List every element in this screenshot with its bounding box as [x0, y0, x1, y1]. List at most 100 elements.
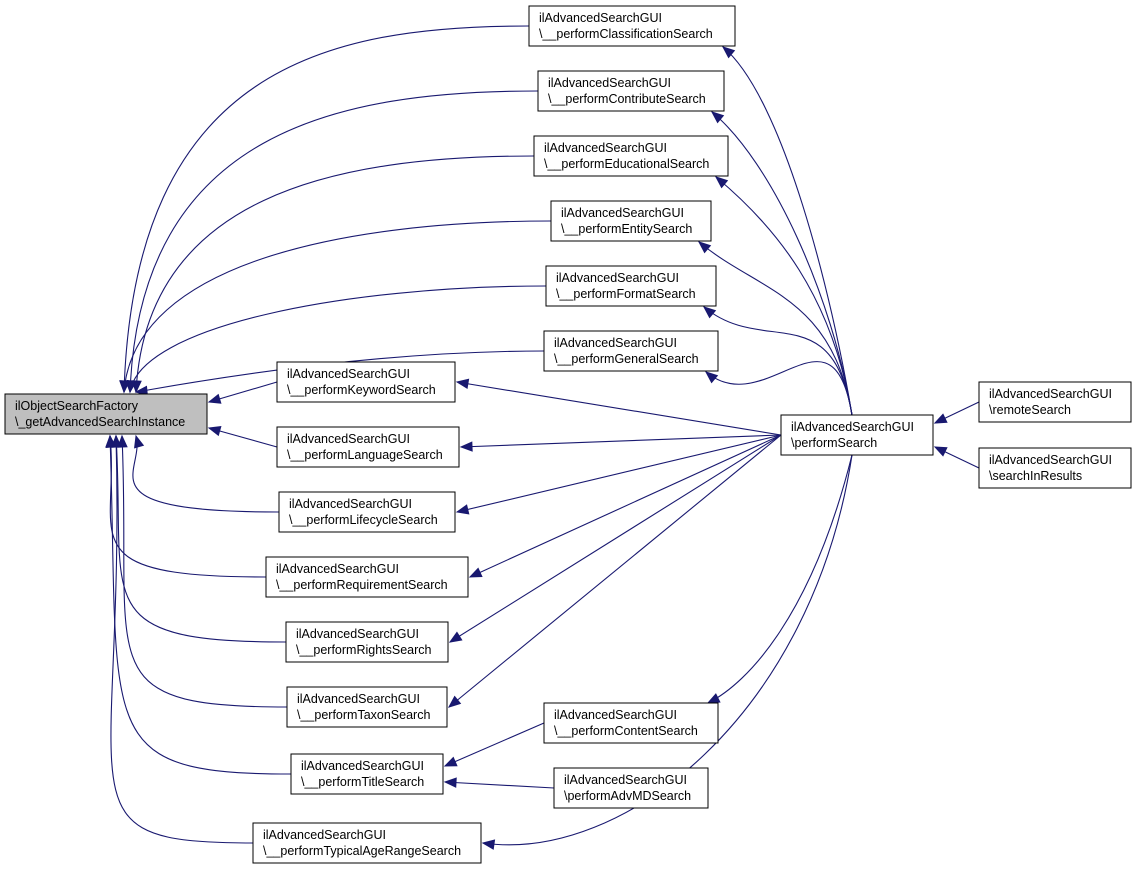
- arrowhead: [704, 371, 719, 384]
- node-educ[interactable]: ilAdvancedSearchGUI\__performEducational…: [533, 135, 729, 177]
- node-class-label: ilAdvancedSearchGUI: [287, 367, 410, 381]
- node-entity[interactable]: ilAdvancedSearchGUI \__performEntitySearc…: [550, 200, 712, 242]
- node-method-label: \performAdvMDSearch: [564, 789, 691, 803]
- arrowhead: [455, 504, 470, 515]
- node-general[interactable]: ilAdvancedSearchGUI\__performGeneralSear…: [543, 330, 719, 372]
- edge-line: [703, 306, 853, 416]
- edge-remote-to-perform: [933, 401, 980, 424]
- node-class-label: ilAdvancedSearchGUI: [554, 336, 677, 350]
- arrowhead: [455, 378, 470, 390]
- arrowhead: [134, 434, 145, 449]
- node-method-label: \__performLanguageSearch: [287, 448, 443, 462]
- node-title[interactable]: ilAdvancedSearchGUI \__performTitleSearch: [290, 753, 444, 795]
- edge-content-to-title: [443, 722, 545, 767]
- node-method-label: \__performTaxonSearch: [297, 708, 430, 722]
- node-method-label: \__performEntitySearch: [561, 222, 692, 236]
- node-class-label: ilAdvancedSearchGUI: [287, 432, 410, 446]
- node-method-label: \__performLifecycleSearch: [289, 513, 438, 527]
- arrowhead: [443, 777, 457, 788]
- edge-line: [705, 361, 853, 416]
- node-box: [528, 5, 736, 47]
- node-method-label: \__performContentSearch: [554, 724, 698, 738]
- node-req[interactable]: ilAdvancedSearchGUI \__performRequirement…: [265, 556, 469, 598]
- node-box: [780, 414, 934, 456]
- node-keyword[interactable]: ilAdvancedSearchGUI \__performKeywordSear…: [276, 361, 456, 403]
- edge-req-to-root: [105, 434, 267, 578]
- edge-line: [482, 454, 853, 846]
- edge-perform-to-entity: [697, 241, 853, 416]
- edge-line: [135, 155, 535, 393]
- edge-perform-to-general: [704, 361, 853, 416]
- edge-line: [707, 454, 853, 704]
- node-rights[interactable]: ilAdvancedSearchGUI \__performRightsSearc…: [285, 621, 449, 663]
- node-method-label: \__performTypicalAgeRangeSearch: [263, 844, 461, 858]
- edge-line: [444, 781, 555, 789]
- arrowhead: [714, 176, 729, 189]
- node-class-label: ilObjectSearchFactory: [15, 399, 139, 413]
- edge-entity-to-root: [119, 220, 552, 394]
- node-box: [978, 381, 1132, 423]
- node-class-label: ilAdvancedSearchGUI: [297, 692, 420, 706]
- edge-line: [208, 381, 278, 403]
- node-method-label: \__performContributeSearch: [548, 92, 706, 106]
- arrowhead: [207, 393, 222, 404]
- node-box: [978, 447, 1132, 489]
- node-method-label: \__performTitleSearch: [301, 775, 424, 789]
- node-class-label: ilAdvancedSearchGUI: [544, 141, 667, 155]
- edge-format-to-root: [126, 285, 547, 394]
- arrowhead: [702, 306, 717, 319]
- node-class-label: ilAdvancedSearchGUI: [296, 627, 419, 641]
- node-method-label: \searchInResults: [989, 469, 1082, 483]
- node-box: [543, 330, 719, 372]
- arrowhead: [481, 839, 496, 850]
- node-life[interactable]: ilAdvancedSearchGUI \__performLifecycleSe…: [278, 491, 456, 533]
- edge-line: [129, 90, 539, 393]
- node-box: [4, 393, 208, 435]
- arrowhead: [447, 695, 462, 708]
- node-format[interactable]: ilAdvancedSearchGUI\__performFormatSearc…: [545, 265, 717, 307]
- node-box: [533, 135, 729, 177]
- edge-line: [121, 435, 288, 708]
- node-typical[interactable]: ilAdvancedSearchGUI\__performTypicalAgeR…: [252, 822, 482, 864]
- node-class-label: ilAdvancedSearchGUI: [276, 562, 399, 576]
- node-box: [537, 70, 725, 112]
- node-taxon[interactable]: ilAdvancedSearchGUI \__performTaxonSearch: [286, 686, 448, 728]
- node-class-label: ilAdvancedSearchGUI: [301, 759, 424, 773]
- node-perform[interactable]: ilAdvancedSearchGUI\performSearch: [780, 414, 934, 456]
- node-advmd[interactable]: ilAdvancedSearchGUI\performAdvMDSearch: [553, 767, 709, 809]
- node-class-label: ilAdvancedSearchGUI: [791, 420, 914, 434]
- node-method-label: \__performRequirementSearch: [276, 578, 448, 592]
- edge-taxon-to-root: [117, 434, 288, 708]
- edge-perform-to-req: [468, 434, 782, 578]
- edge-perform-to-typical: [481, 454, 853, 850]
- arrowhead: [459, 441, 473, 452]
- edges-layer: [105, 25, 980, 850]
- arrowhead: [448, 631, 463, 643]
- edge-life-to-root: [132, 434, 280, 513]
- arrowhead: [126, 379, 137, 394]
- node-lang[interactable]: ilAdvancedSearchGUI \__performLanguageSea…: [276, 426, 460, 468]
- node-root: ilObjectSearchFactory\_getAdvancedSearch…: [4, 393, 208, 435]
- node-inres[interactable]: ilAdvancedSearchGUI\searchInResults: [978, 447, 1132, 489]
- node-method-label: \__performKeywordSearch: [287, 383, 436, 397]
- edge-line: [456, 381, 782, 436]
- edge-line: [722, 46, 853, 416]
- edge-perform-to-keyword: [455, 378, 782, 436]
- node-contr[interactable]: ilAdvancedSearchGUI\__performContributeS…: [537, 70, 725, 112]
- node-class[interactable]: ilAdvancedSearchGUI\__performClassificat…: [528, 5, 736, 47]
- edge-perform-to-taxon: [447, 434, 782, 708]
- edge-line: [129, 285, 547, 393]
- node-box: [553, 767, 709, 809]
- node-class-label: ilAdvancedSearchGUI: [556, 271, 679, 285]
- node-box: [543, 702, 719, 744]
- edge-perform-to-educ: [714, 176, 853, 416]
- node-box: [265, 556, 469, 598]
- node-remote[interactable]: ilAdvancedSearchGUI\remoteSearch: [978, 381, 1132, 423]
- node-method-label: \__performRightsSearch: [296, 643, 432, 657]
- arrowhead: [933, 413, 948, 424]
- node-class-label: ilAdvancedSearchGUI: [289, 497, 412, 511]
- edge-line: [469, 434, 782, 578]
- node-content[interactable]: ilAdvancedSearchGUI\__performContentSear…: [543, 702, 719, 744]
- arrowhead: [933, 446, 948, 457]
- node-class-label: ilAdvancedSearchGUI: [561, 206, 684, 220]
